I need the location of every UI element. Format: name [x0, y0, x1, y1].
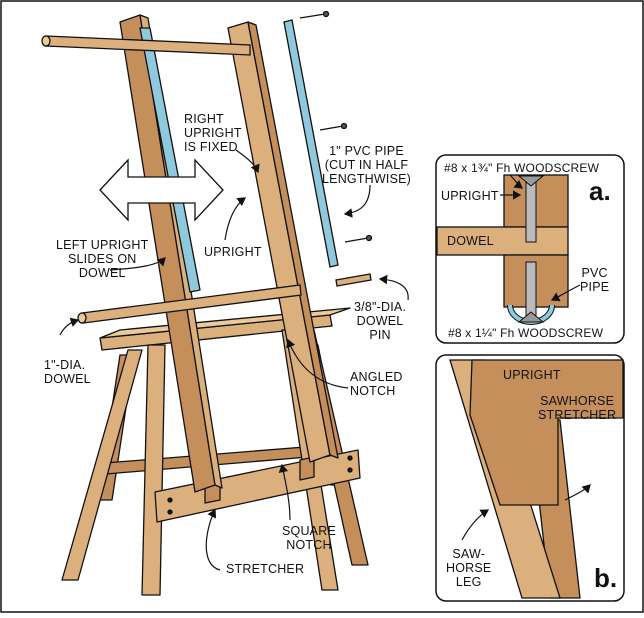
leader-lines: [59, 149, 409, 571]
label-b-sawhorse-stretcher: SAWHORSE STRETCHER: [538, 394, 617, 422]
label-upright: UPRIGHT: [204, 245, 262, 259]
label-a-pvc-pipe: PVC PIPE: [580, 266, 610, 294]
detail-a-letter: a.: [589, 176, 611, 206]
label-b-sawhorse-leg: SAW- HORSE LEG: [446, 547, 492, 589]
slide-arrow: [99, 158, 224, 222]
label-stretcher: STRETCHER: [226, 562, 305, 576]
right-upright: [227, 21, 339, 463]
label-right-upright-fixed: RIGHT UPRIGHT IS FIXED: [184, 112, 242, 154]
top-dowel: [41, 35, 251, 56]
label-a-dowel: DOWEL: [447, 234, 494, 248]
label-angled-notch: ANGLED NOTCH: [350, 370, 403, 398]
detail-b-letter: b.: [594, 563, 618, 593]
detail-a-panel: [435, 154, 625, 344]
lower-dowel: [77, 284, 302, 324]
label-dowel-pin: 3/8"-DIA. DOWEL PIN: [354, 300, 407, 342]
screws: [299, 10, 373, 243]
label-square-notch: SQUARE NOTCH: [282, 524, 336, 552]
label-pvc-pipe: 1" PVC PIPE (CUT IN HALF LENGTHWISE): [322, 144, 412, 186]
left-upright: [119, 14, 223, 493]
label-a-upright: UPRIGHT: [441, 189, 499, 203]
label-b-upright: UPRIGHT: [503, 368, 561, 382]
label-screw-bottom: #8 x 1¼" Fh WOODSCREW: [448, 326, 604, 340]
pvc-pipe: [283, 19, 339, 268]
detail-b-panel: [435, 354, 625, 602]
dowel-pin: [335, 273, 372, 287]
label-dowel-1in: 1"-DIA. DOWEL: [44, 358, 91, 386]
label-screw-top: #8 x 1¾" Fh WOODSCREW: [444, 161, 600, 175]
label-left-upright-slides: LEFT UPRIGHT SLIDES ON DOWEL: [56, 238, 149, 280]
